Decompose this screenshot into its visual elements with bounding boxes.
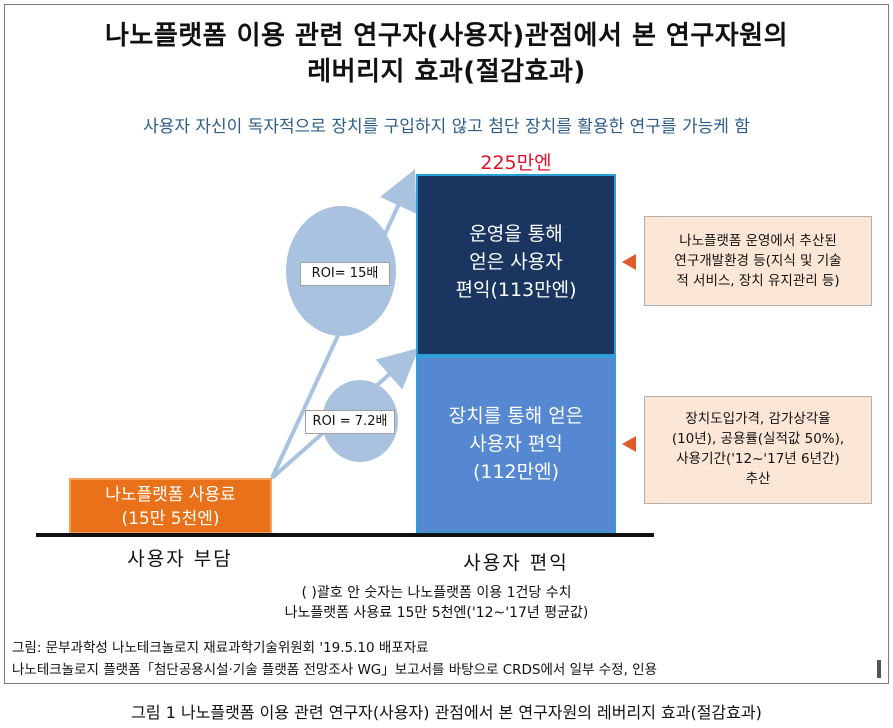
equipment-benefit-bar: 장치를 통해 얻은 사용자 편익 (112만엔)	[416, 356, 616, 534]
source-line-1: 그림: 문부과학성 나노테크놀로지 재료과학기술위원회 '19.5.10 배포자…	[12, 640, 429, 656]
pointer-triangle-top-icon	[622, 254, 636, 270]
operation-benefit-text: 운영을 통해 얻은 사용자 편익(113만엔)	[418, 220, 614, 304]
equipment-note-line-1: 장치도입가격, 감가상각율	[685, 411, 831, 427]
footnote-line-1: ( )괄호 안 숫자는 나노플랫폼 이용 1건당 수치	[301, 585, 572, 601]
operation-note-line-3: 적 서비스, 장치 유지관리 등)	[676, 273, 840, 289]
roi-label-small: ROI = 7.2배	[305, 410, 395, 434]
usage-fee-box: 나노플랫폼 사용료 (15만 5천엔)	[69, 478, 272, 534]
operation-benefit-line-3: 편익(113만엔)	[455, 279, 577, 301]
title-line-1: 나노플랫폼 이용 관련 연구자(사용자)관점에서 본 연구자원의	[104, 21, 789, 51]
usage-fee-line-2: (15만 5천엔)	[121, 509, 220, 529]
operation-benefit-bar: 운영을 통해 얻은 사용자 편익(113만엔)	[416, 174, 616, 356]
footnote-line-2: 나노플랫폼 사용료 15만 5천엔('12~'17년 평균값)	[284, 605, 589, 621]
equipment-note-line-4: 추산	[745, 471, 771, 487]
operation-note-line-1: 나노플랫폼 운영에서 추산된	[679, 233, 837, 249]
source-line-2: 나노테크놀로지 플랫폼「첨단공용시설·기술 플랫폼 전망조사 WG」보고서를 바…	[12, 662, 658, 678]
figure-caption: 그림 1 나노플랫폼 이용 관련 연구자(사용자) 관점에서 본 연구자원의 레…	[131, 703, 762, 722]
operation-benefit-line-1: 운영을 통해	[469, 223, 563, 245]
operation-note-line-2: 연구개발환경 등(지식 및 기술	[674, 253, 842, 269]
usage-fee-line-1: 나노플랫폼 사용료	[105, 485, 236, 505]
equipment-benefit-line-2: 사용자 편익	[469, 433, 563, 455]
equipment-note-box: 장치도입가격, 감가상각율 (10년), 공용률(실적값 50%), 사용기간(…	[644, 396, 872, 504]
figure-title: 나노플랫폼 이용 관련 연구자(사용자)관점에서 본 연구자원의 레버리지 효과…	[0, 18, 893, 90]
equipment-benefit-text: 장치를 통해 얻은 사용자 편익 (112만엔)	[418, 402, 614, 486]
equipment-note-line-3: 사용기간('12~'17년 6년간)	[676, 451, 840, 467]
operation-benefit-line-2: 얻은 사용자	[469, 251, 563, 273]
equipment-benefit-line-1: 장치를 통해 얻은	[448, 405, 584, 427]
total-benefit-label: 225만엔	[480, 152, 552, 174]
roi-label-large: ROI= 15배	[300, 262, 390, 286]
title-line-2: 레버리지 효과(절감효과)	[307, 57, 586, 87]
pointer-triangle-bottom-icon	[622, 436, 636, 452]
scrollbar-fragment	[877, 660, 881, 678]
baseline	[36, 533, 654, 537]
equipment-benefit-line-3: (112만엔)	[472, 461, 560, 483]
user-burden-label: 사용자 부담	[127, 548, 233, 570]
user-benefit-label: 사용자 편익	[463, 552, 569, 574]
operation-note-box: 나노플랫폼 운영에서 추산된 연구개발환경 등(지식 및 기술 적 서비스, 장…	[644, 216, 872, 306]
figure-subtitle: 사용자 자신이 독자적으로 장치를 구입하지 않고 첨단 장치를 활용한 연구를…	[143, 117, 750, 137]
equipment-note-line-2: (10년), 공용률(실적값 50%),	[671, 431, 845, 447]
